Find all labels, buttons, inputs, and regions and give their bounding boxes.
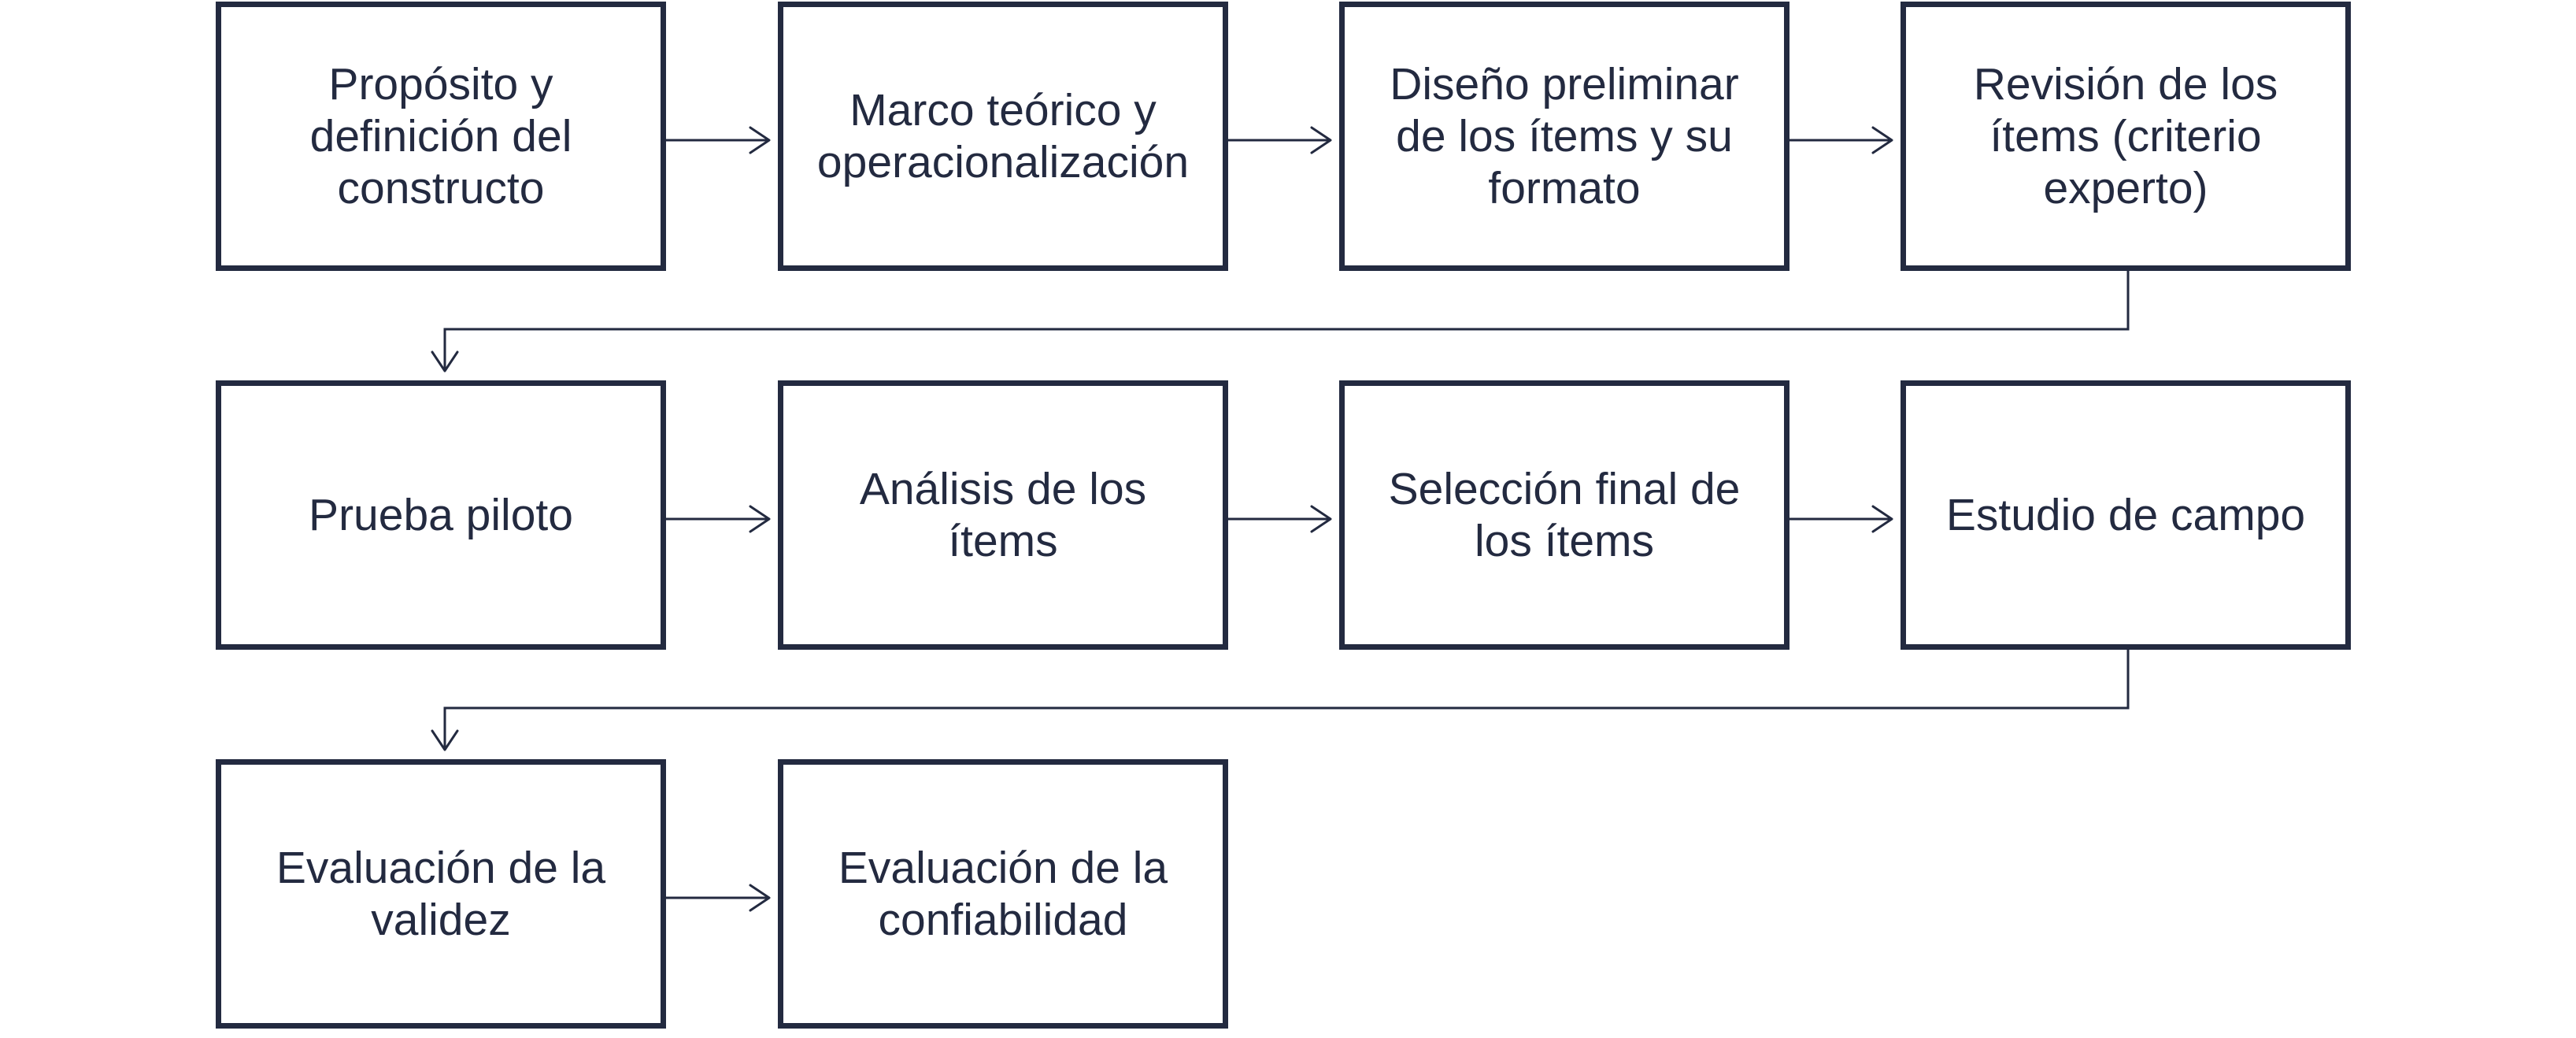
arrow-step2-to-step3 <box>1228 126 1332 154</box>
step-label: Prueba piloto <box>309 490 573 540</box>
arrow-step3-to-step4 <box>1790 126 1893 154</box>
step-box-evaluacion-confiabilidad: Evaluación de la confiabilidad <box>778 759 1228 1029</box>
step-label: Análisis de los ítems <box>859 464 1147 566</box>
step-label: Selección final de los ítems <box>1388 464 1741 566</box>
step-label: Diseño preliminar de los ítems y su form… <box>1390 59 1739 213</box>
step-label: Estudio de campo <box>1945 490 2306 540</box>
step-label: Revisión de los ítems (criterio experto) <box>1973 59 2278 213</box>
step-label: Evaluación de la confiabilidad <box>838 843 1168 945</box>
arrow-step7-to-step8 <box>1790 505 1893 533</box>
step-box-analisis-items: Análisis de los ítems <box>778 380 1228 650</box>
step-box-diseno-preliminar: Diseño preliminar de los ítems y su form… <box>1339 2 1790 271</box>
step-box-proposito: Propósito y definición del constructo <box>216 2 666 271</box>
arrow-step6-to-step7 <box>1228 505 1332 533</box>
step-box-evaluacion-validez: Evaluación de la validez <box>216 759 666 1029</box>
step-box-estudio-campo: Estudio de campo <box>1901 380 2351 650</box>
arrow-step1-to-step2 <box>666 126 771 154</box>
arrow-step8-to-step9 <box>431 650 2130 751</box>
step-box-prueba-piloto: Prueba piloto <box>216 380 666 650</box>
step-box-revision-items: Revisión de los ítems (criterio experto) <box>1901 2 2351 271</box>
arrow-step5-to-step6 <box>666 505 771 533</box>
step-box-seleccion-final: Selección final de los ítems <box>1339 380 1790 650</box>
step-label: Marco teórico y operacionalización <box>816 85 1190 187</box>
arrow-step4-to-step5 <box>431 271 2130 373</box>
step-label: Propósito y definición del constructo <box>309 59 572 213</box>
step-box-marco-teorico: Marco teórico y operacionalización <box>778 2 1228 271</box>
step-label: Evaluación de la validez <box>276 843 606 945</box>
arrow-step9-to-step10 <box>666 884 771 912</box>
